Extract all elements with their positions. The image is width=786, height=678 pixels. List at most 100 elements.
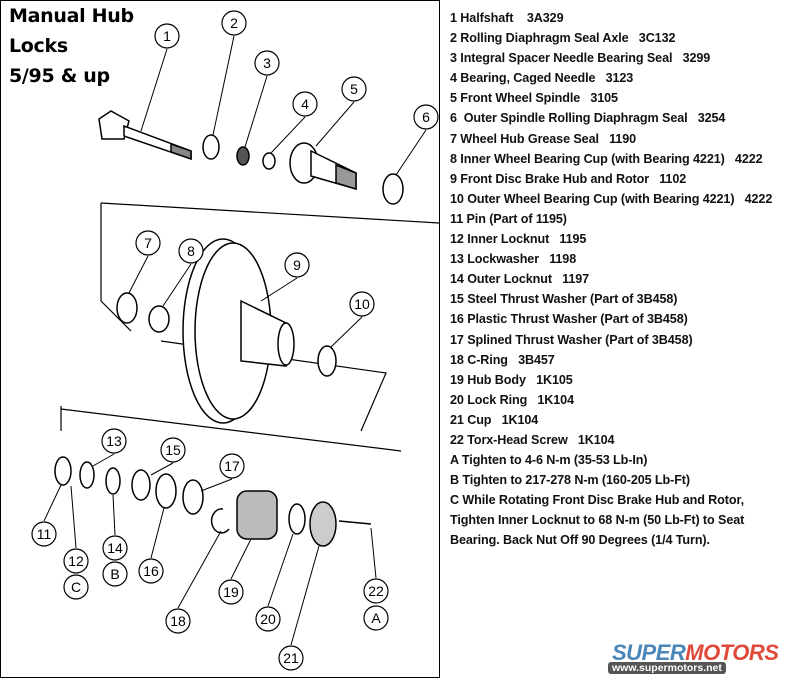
parts-legend: 1 Halfshaft 3A329 2 Rolling Diaphragm Sea…	[450, 8, 772, 551]
legend-item: 22 Torx-Head Screw 1K104	[450, 432, 615, 447]
callout-19: 19	[218, 579, 244, 605]
svg-text:6: 6	[422, 109, 430, 125]
grease-seal-part-7	[116, 292, 138, 324]
legend-item: B Tighten to 217-278 N-m (160-205 Lb-Ft)	[450, 473, 690, 488]
svg-text:14: 14	[107, 540, 123, 556]
callout-22: 22	[363, 578, 389, 604]
svg-text:13: 13	[106, 433, 122, 449]
callout-14: 14	[102, 535, 128, 561]
callout-C: C	[63, 574, 89, 600]
svg-text:5: 5	[350, 81, 358, 97]
svg-text:18: 18	[170, 613, 186, 629]
svg-text:20: 20	[260, 611, 276, 627]
svg-text:10: 10	[354, 296, 370, 312]
legend-item: 17 Splined Thrust Washer (Part of 3B458)	[450, 332, 693, 347]
legend-item: 9 Front Disc Brake Hub and Rotor 1102	[450, 171, 687, 186]
legend-item: 12 Inner Locknut 1195	[450, 232, 587, 247]
legend-item: 13 Lockwasher 1198	[450, 252, 577, 267]
svg-text:8: 8	[187, 243, 195, 259]
legend-item: 8 Inner Wheel Bearing Cup (with Bearing …	[450, 151, 763, 166]
svg-text:12: 12	[68, 553, 84, 569]
svg-text:A: A	[371, 610, 381, 626]
group-outline-hub	[60, 202, 439, 452]
legend-item: 2 Rolling Diaphragm Seal Axle 3C132	[450, 31, 676, 46]
supermotors-logo: SUPERMOTORS www.supermotors.net	[606, 640, 786, 676]
callout-21: 21	[278, 645, 304, 671]
callout-B: B	[102, 561, 128, 587]
callout-A: A	[363, 605, 389, 631]
svg-text:1: 1	[163, 28, 171, 44]
title-line-2: Locks	[9, 35, 68, 57]
svg-text:15: 15	[165, 442, 181, 458]
svg-text:C: C	[71, 579, 81, 595]
svg-text:11: 11	[37, 526, 52, 542]
legend-item: 1 Halfshaft 3A329	[450, 11, 564, 25]
svg-text:4: 4	[301, 96, 309, 112]
seal-part-6	[382, 173, 404, 205]
callout-5: 5	[341, 76, 367, 102]
legend-item: 4 Bearing, Caged Needle 3123	[450, 71, 634, 86]
legend-item: 19 Hub Body 1K105	[450, 372, 573, 387]
legend-item: 15 Steel Thrust Washer (Part of 3B458)	[450, 292, 678, 307]
legend-item: 11 Pin (Part of 1195)	[450, 211, 567, 226]
legend-item: 16 Plastic Thrust Washer (Part of 3B458)	[450, 312, 688, 327]
callout-11: 11	[31, 521, 57, 547]
callout-15: 15	[160, 437, 186, 463]
seal-part-3	[236, 146, 250, 166]
seal-part-2	[202, 134, 220, 160]
legend-item: 20 Lock Ring 1K104	[450, 392, 574, 407]
callout-17: 17	[219, 453, 245, 479]
svg-text:B: B	[110, 566, 119, 582]
callout-20: 20	[255, 606, 281, 632]
svg-text:3: 3	[263, 55, 271, 71]
legend-item: C While Rotating Front Disc Brake Hub an…	[450, 493, 744, 508]
callout-8: 8	[178, 238, 204, 264]
legend-item: 7 Wheel Hub Grease Seal 1190	[450, 131, 637, 146]
legend-item: 5 Front Wheel Spindle 3105	[450, 91, 618, 106]
svg-text:16: 16	[143, 563, 159, 579]
bearing-part-4	[262, 152, 276, 170]
bearing-cup-part-10	[317, 345, 337, 377]
callout-1: 1	[154, 23, 180, 49]
halfshaft-part	[98, 110, 192, 161]
svg-text:22: 22	[368, 583, 384, 599]
callout-13: 13	[101, 428, 127, 454]
legend-item: Bearing. Back Nut Off 90 Degrees (1/4 Tu…	[450, 533, 710, 548]
callout-7: 7	[135, 230, 161, 256]
legend-item: 6 Outer Spindle Rolling Diaphragm Seal 3…	[450, 111, 726, 126]
exploded-diagram-panel: Manual Hub Locks 5/95 & up	[0, 0, 440, 678]
legend-item: 18 C-Ring 3B457	[450, 352, 555, 367]
callouts: 1 2 3 4 5 6 7 8 9 10 11 12 13 14 15 16 1…	[31, 10, 439, 671]
svg-text:9: 9	[293, 257, 301, 273]
svg-text:7: 7	[144, 235, 152, 251]
svg-text:2: 2	[230, 15, 238, 31]
legend-item: Tighten Inner Locknut to 68 N-m (50 Lb-F…	[450, 513, 745, 528]
locking-hardware-parts	[54, 456, 372, 547]
legend-item: 21 Cup 1K104	[450, 412, 539, 427]
callout-3: 3	[254, 50, 280, 76]
hub-rotor-part-9	[182, 238, 295, 424]
title-line-1: Manual Hub	[9, 5, 134, 27]
callout-12: 12	[63, 548, 89, 574]
svg-text:17: 17	[224, 458, 240, 474]
legend-item: 3 Integral Spacer Needle Bearing Seal 32…	[450, 51, 711, 66]
bearing-cup-part-8	[148, 305, 170, 333]
callout-6: 6	[413, 104, 439, 130]
callout-9: 9	[284, 252, 310, 278]
svg-text:19: 19	[223, 584, 239, 600]
callout-2: 2	[221, 10, 247, 36]
legend-item: 14 Outer Locknut 1197	[450, 272, 590, 287]
legend-item: 10 Outer Wheel Bearing Cup (with Bearing…	[450, 191, 773, 206]
callout-4: 4	[292, 91, 318, 117]
svg-text:21: 21	[283, 650, 299, 666]
title-line-3: 5/95 & up	[9, 65, 110, 87]
callout-16: 16	[138, 558, 164, 584]
spindle-part-5	[289, 142, 357, 191]
logo-url: www.supermotors.net	[608, 662, 726, 674]
callout-18: 18	[165, 608, 191, 634]
legend-item: A Tighten to 4-6 N-m (35-53 Lb-In)	[450, 453, 648, 468]
logo-brand: SUPERMOTORS	[612, 640, 779, 665]
leader-lines	[43, 35, 427, 646]
callout-10: 10	[349, 291, 375, 317]
